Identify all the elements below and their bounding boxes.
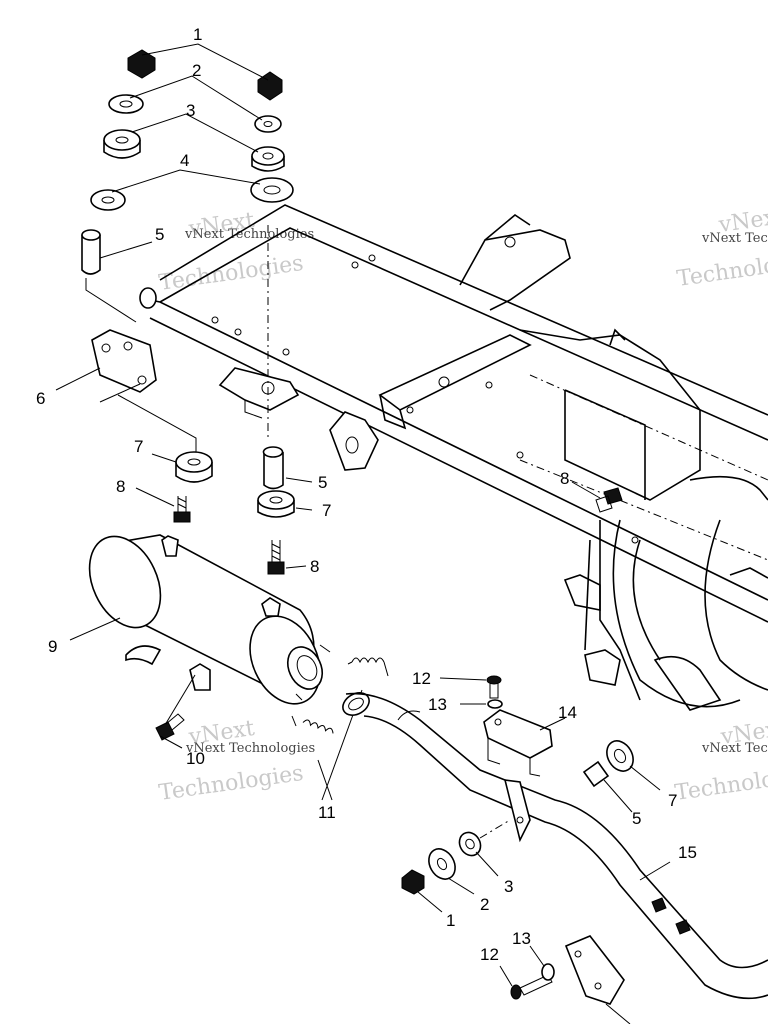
callout-1: 1 (193, 25, 202, 44)
callout-8: 8 (560, 469, 569, 488)
callout-5: 5 (318, 473, 327, 492)
muffler-bracket (189, 663, 211, 691)
callout-12: 12 (412, 669, 431, 688)
washer-icon (487, 699, 503, 709)
watermark-tech: Technologies (673, 761, 768, 806)
muffler (88, 534, 331, 726)
bracket-fasteners-upper (439, 675, 503, 709)
callout-7: 7 (668, 791, 677, 810)
washer-icon (541, 963, 555, 981)
callout-3: 3 (504, 877, 513, 896)
watermark-full: vNext Technologies (701, 741, 768, 756)
bracket-plate (91, 329, 157, 393)
callout-7: 7 (322, 501, 331, 520)
callout-6: 6 (36, 389, 45, 408)
watermark-top-right: vNext Technologies vNext Technologies (675, 204, 768, 292)
callout-5: 5 (632, 809, 641, 828)
muffler-bolt (155, 713, 185, 741)
watermark-full: vNext Technologies (701, 231, 768, 246)
watermark-bottom-right: vNext Technologies vNext Technologies (673, 716, 768, 806)
callout-14: 14 (558, 703, 577, 722)
hardware-stack-lower (401, 819, 511, 913)
spacer-icon (81, 235, 101, 275)
washer-icon (90, 189, 126, 211)
bolt-icon (519, 974, 553, 996)
grommet-icon (606, 740, 634, 772)
callout-13: 13 (512, 929, 531, 948)
hardware-stack-left (81, 49, 156, 275)
washer-icon (250, 177, 294, 203)
frame-tube-end (139, 287, 157, 309)
spring-icon (302, 719, 334, 734)
bolt-icon (489, 680, 499, 699)
frame (91, 204, 768, 711)
watermark-tech: Technologies (675, 247, 768, 292)
muffler-boss (161, 535, 179, 557)
front-bracket (329, 411, 379, 471)
watermark-top-left: vNext Technologies vNext Technologies (157, 208, 314, 296)
callout-12: 12 (480, 945, 499, 964)
callout-15: 15 (678, 843, 697, 862)
callout-labels: 1 2 3 4 5 6 7 8 5 7 8 8 9 10 11 12 13 14… (36, 25, 697, 964)
left-mount-hardware (173, 451, 213, 523)
callout-10: 10 (186, 749, 205, 768)
pipe-bracket (483, 709, 566, 777)
watermark-bottom-left: vNext Technologies vNext Technologies (157, 716, 315, 806)
callout-8: 8 (116, 477, 125, 496)
callout-7: 7 (134, 437, 143, 456)
hardware-stack-right (250, 71, 294, 203)
bracket-fasteners-lower (499, 935, 631, 1024)
muffler-boss (261, 597, 281, 617)
watermark-full: vNext Technologies (184, 227, 314, 242)
callout-1: 1 (446, 911, 455, 930)
washer-icon (428, 848, 456, 880)
callout-11: 11 (318, 803, 336, 822)
callout-3: 3 (186, 101, 195, 120)
washer-icon (108, 94, 144, 114)
spacer-icon (582, 760, 610, 788)
bushing-icon (458, 831, 482, 857)
pipe-hanger (503, 779, 531, 843)
callout-9: 9 (48, 637, 57, 656)
nut-icon (401, 869, 425, 895)
spacer-icon (263, 452, 284, 490)
spring-icon (351, 657, 385, 664)
callout-2: 2 (480, 895, 489, 914)
callout-2: 2 (192, 61, 201, 80)
center-mount-hardware (257, 446, 295, 575)
pipe-bracket-lower (564, 935, 625, 1005)
watermark-full: vNext Technologies (185, 741, 315, 756)
bolt-icon (603, 487, 623, 505)
right-bolt (595, 487, 623, 513)
nut-icon (257, 71, 283, 101)
leader-lines-top (55, 43, 269, 456)
bolt-icon (155, 721, 175, 741)
callout-8: 8 (310, 557, 319, 576)
callout-4: 4 (180, 151, 189, 170)
frame-holes (211, 254, 639, 544)
exhaust-pipe (342, 692, 768, 1000)
watermark-tech: Technologies (157, 251, 305, 296)
nut-icon (127, 49, 156, 79)
leader-lines-misc (69, 453, 671, 881)
callout-5: 5 (155, 225, 164, 244)
mount-tab (218, 367, 300, 411)
watermark-tech: Technologies (157, 761, 305, 806)
callout-13: 13 (428, 695, 447, 714)
pipe-mount-hardware (582, 740, 661, 813)
